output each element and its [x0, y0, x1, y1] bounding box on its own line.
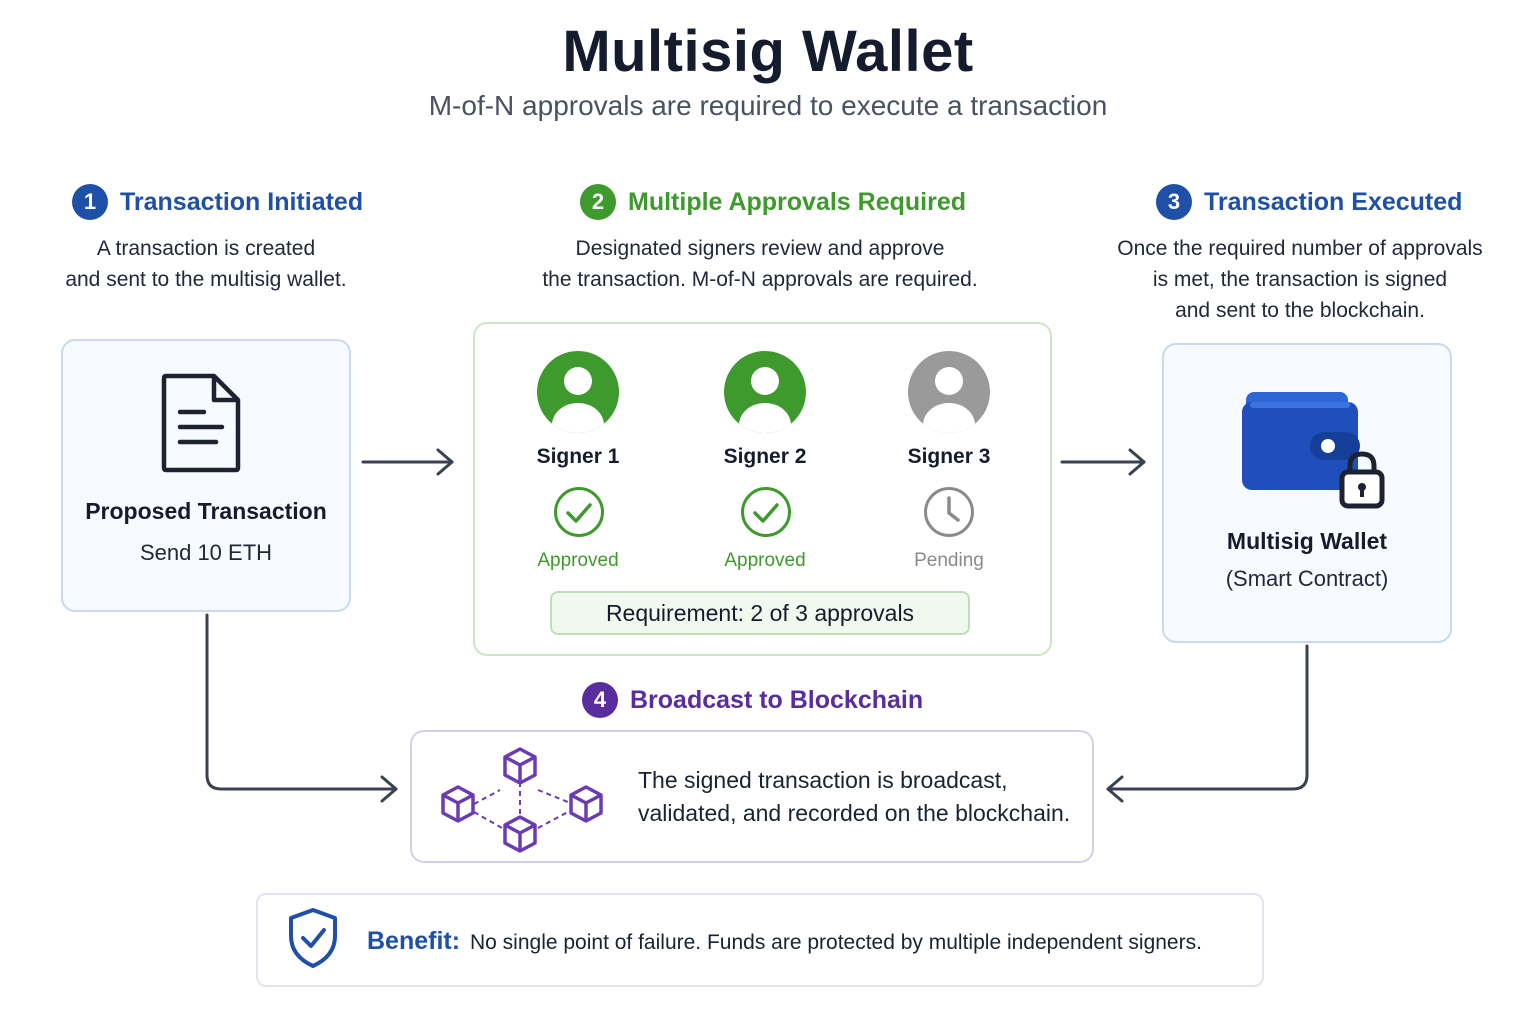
step-3-heading: 3 Transaction Executed: [1156, 184, 1462, 220]
description-line: validated, and recorded on the blockchai…: [638, 800, 1071, 826]
check-circle-icon: [741, 487, 791, 537]
page-subtitle: M-of-N approvals are required to execute…: [428, 90, 1108, 121]
shield-check-icon: [289, 908, 337, 968]
clock-icon: [924, 487, 974, 537]
step-2-description: Designated signers review and approve th…: [500, 233, 1020, 295]
benefit-text: No single point of failure. Funds are pr…: [470, 931, 1202, 954]
step-3-number: 3: [1156, 184, 1192, 220]
description-line: and sent to the multisig wallet.: [65, 268, 347, 291]
requirement-badge: Requirement: 2 of 3 approvals: [550, 591, 970, 635]
signer-2-status: Approved: [724, 550, 806, 571]
step-1-number: 1: [72, 184, 108, 220]
description-line: The signed transaction is broadcast,: [638, 767, 1008, 793]
check-circle-icon: [554, 487, 604, 537]
description-line: and sent to the blockchain.: [1175, 299, 1425, 322]
signer-3-status: Pending: [914, 550, 984, 571]
wallet-subtitle: (Smart Contract): [1225, 566, 1389, 591]
step-1-label: Transaction Initiated: [120, 187, 364, 216]
step-2-heading: 2 Multiple Approvals Required: [580, 184, 966, 220]
description-line: A transaction is created: [96, 237, 316, 260]
locked-wallet-icon: [1242, 392, 1385, 509]
description-line: is met, the transaction is signed: [1152, 268, 1448, 291]
step-4-description: The signed transaction is broadcast, val…: [638, 764, 1070, 830]
signer-1-name: Signer 1: [536, 445, 620, 468]
signer-1-avatar-icon: [537, 351, 619, 433]
signer-3-avatar-icon: [908, 351, 990, 433]
wallet-title: Multisig Wallet: [1226, 528, 1388, 554]
step-3-description: Once the required number of approvals is…: [1090, 233, 1510, 326]
description-line: the transaction. M-of-N approvals are re…: [542, 268, 978, 291]
description-line: Designated signers review and approve: [575, 237, 945, 260]
signer-2-avatar-icon: [724, 351, 806, 433]
step-3-label: Transaction Executed: [1204, 187, 1463, 216]
step-1-description: A transaction is created and sent to the…: [30, 233, 382, 295]
signer-3-name: Signer 3: [907, 445, 991, 468]
proposed-transaction-title: Proposed Transaction: [85, 498, 327, 524]
document-icon: [161, 373, 241, 473]
benefit-banner: [256, 893, 1264, 987]
arrow-proposed-to-broadcast: [205, 613, 398, 803]
step-4-label: Broadcast to Blockchain: [630, 685, 924, 714]
arrow-wallet-to-broadcast: [1106, 644, 1309, 803]
step-4-heading: 4 Broadcast to Blockchain: [582, 682, 923, 718]
step-2-label: Multiple Approvals Required: [628, 187, 967, 216]
proposed-transaction-card: [61, 339, 351, 612]
description-line: Once the required number of approvals: [1117, 237, 1483, 260]
step-1-heading: 1 Transaction Initiated: [72, 184, 363, 220]
step-4-number: 4: [582, 682, 618, 718]
signer-1-status: Approved: [537, 550, 619, 571]
signer-2-name: Signer 2: [723, 445, 807, 468]
arrow-step1-to-step2: [361, 448, 454, 476]
benefit-label: Benefit:: [367, 927, 461, 955]
page-title: Multisig Wallet: [562, 19, 974, 84]
arrow-step2-to-step3: [1060, 448, 1146, 476]
step-2-number: 2: [580, 184, 616, 220]
proposed-transaction-amount: Send 10 ETH: [139, 540, 273, 565]
blockchain-network-icon: [441, 747, 603, 853]
